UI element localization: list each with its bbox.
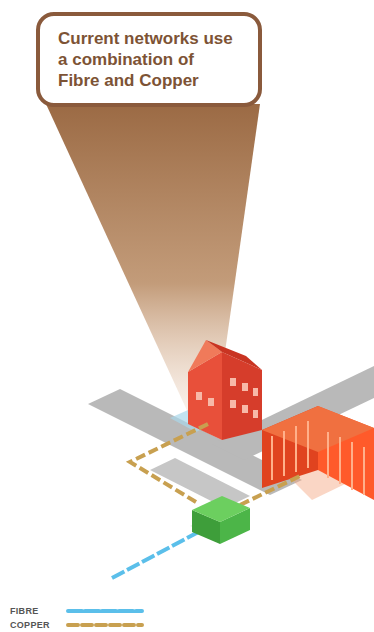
legend-line-sample bbox=[68, 609, 142, 613]
legend-label: COPPER bbox=[10, 620, 66, 630]
copper-cable bbox=[240, 476, 300, 505]
legend-label: FIBRE bbox=[10, 606, 66, 616]
fibre-cable bbox=[112, 528, 206, 578]
legend-sample bbox=[66, 621, 146, 629]
callout-text: Current networks use a combination of Fi… bbox=[58, 28, 240, 91]
copper-cable bbox=[130, 424, 208, 502]
street-cabinet bbox=[190, 496, 250, 544]
legend-line-sample bbox=[68, 623, 142, 627]
legend-row: COPPER bbox=[10, 618, 146, 632]
callout-box: Current networks use a combination of Fi… bbox=[36, 12, 262, 107]
legend-row: FIBRE bbox=[10, 604, 146, 618]
legend-sample bbox=[66, 607, 146, 615]
house bbox=[188, 340, 262, 440]
